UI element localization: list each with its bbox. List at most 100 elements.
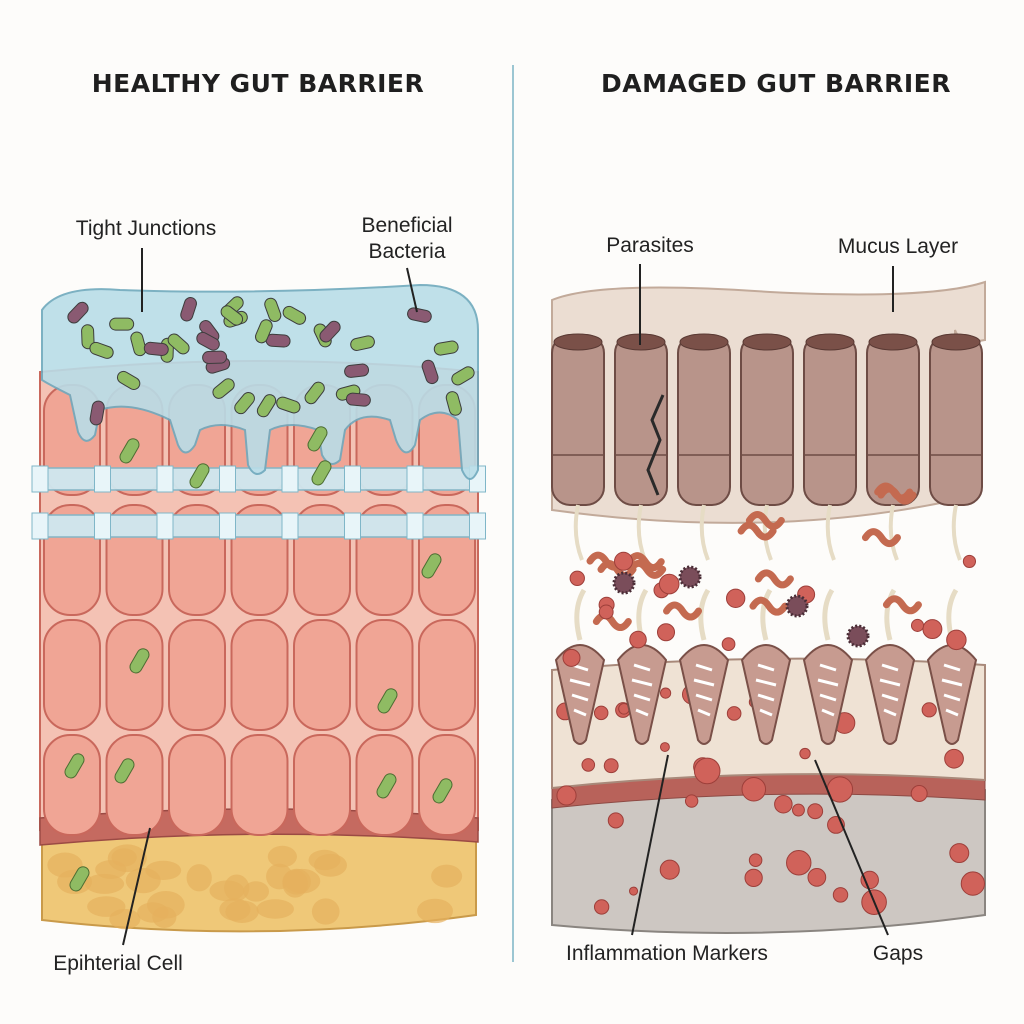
damaged-epithelial-cell (551, 334, 605, 506)
cell-opening (553, 333, 603, 351)
epithelial-cell (230, 619, 289, 731)
inflammation-marker (786, 850, 812, 876)
fat-cell (152, 906, 177, 928)
beneficial-bacterium-purple (319, 320, 341, 343)
tight-junction-protein (281, 512, 299, 540)
epithelial-cell (168, 619, 226, 731)
epithelial-cell (43, 734, 101, 836)
fat-cell (417, 898, 453, 924)
villus-gap (631, 663, 653, 717)
pathogen-virus (612, 571, 636, 595)
beneficial-bacterium-green (220, 305, 244, 326)
damaged-epithelial-cell (866, 334, 920, 506)
villus-gap (569, 663, 591, 717)
beneficial-bacterium-purple (345, 392, 371, 407)
beneficial-bacterium-green (89, 341, 114, 359)
inflammation-marker (659, 742, 670, 752)
damaged-villus (802, 644, 854, 745)
label-tight-junctions: Tight Junctions (76, 217, 216, 240)
damaged-villus (554, 644, 606, 745)
debris-particle (629, 630, 647, 649)
healthy-barrier-illustration (31, 283, 486, 933)
parasite-worm (861, 528, 901, 548)
fat-cell (87, 896, 126, 917)
debris-particle (562, 648, 581, 667)
debris-particle (910, 618, 925, 632)
beneficial-bacterium-green (304, 381, 325, 405)
debris-particle (962, 554, 977, 569)
damaged-epithelial-cell (929, 334, 983, 506)
leader-inflammation-markers (631, 754, 669, 936)
tight-junction-protein (94, 465, 111, 493)
beneficial-bacterium-green (116, 370, 141, 390)
tight-junction-protein (156, 465, 174, 493)
fat-cell (125, 867, 161, 894)
debris-particle (726, 588, 746, 609)
inflammation-marker (807, 803, 824, 820)
beneficial-bacterium-purple (421, 359, 439, 385)
fat-cell (267, 845, 297, 868)
debris-particle (656, 623, 676, 642)
parasite-worm (663, 601, 703, 621)
microvillus-strand (574, 588, 587, 641)
leader-beneficial-bacteria (406, 267, 418, 313)
beneficial-bacterium-purple (67, 301, 89, 324)
pathogen-virus (785, 594, 809, 618)
cell-strand (573, 504, 584, 561)
tight-junction-protein (31, 512, 49, 540)
fat-cell (282, 869, 308, 898)
inflammation-marker (792, 803, 805, 817)
beneficial-bacterium-green (167, 333, 190, 355)
epithelial-cell (418, 619, 476, 731)
damaged-epithelial-cell (803, 334, 857, 506)
tight-junction-protein (344, 465, 361, 493)
damaged-epithelial-cell (677, 334, 731, 506)
beneficial-bacterium-purple (143, 341, 169, 357)
pathogen-virus (678, 565, 702, 589)
bacterium (129, 648, 150, 674)
tight-junction-protein (31, 465, 49, 493)
parasite-worm (627, 559, 667, 579)
beneficial-bacterium-purple (180, 297, 197, 322)
bacterium (377, 688, 398, 714)
inflammation-marker (607, 812, 624, 829)
parasite-worm (745, 511, 785, 530)
bacterium (311, 460, 332, 486)
beneficial-bacterium-purple (196, 331, 220, 351)
bacterium (432, 778, 453, 804)
inflammation-marker (659, 859, 680, 880)
parasite-worm (749, 596, 789, 616)
inflammation-marker (807, 867, 827, 887)
villus-gap (879, 663, 901, 717)
cell-opening (742, 333, 792, 351)
debris-particle (946, 629, 967, 651)
inflammation-marker (774, 794, 793, 814)
damaged-villus (616, 644, 668, 745)
tight-junction-protein (94, 512, 111, 540)
epithelial-cell (355, 619, 414, 731)
label-beneficial-bacteria-1: Beneficial (361, 214, 452, 237)
inflammation-marker (944, 748, 964, 769)
inflammation-marker (684, 794, 699, 808)
cell-strand (888, 504, 899, 561)
epithelial-cell (293, 619, 351, 731)
beneficial-bacterium-green (254, 319, 273, 344)
cell-opening (868, 333, 918, 351)
inflammation-marker (556, 785, 577, 806)
debris-particle (658, 573, 680, 595)
beneficial-bacterium-green (234, 391, 255, 415)
fat-cell (311, 898, 340, 925)
fat-cell (243, 881, 269, 902)
microvillus-strand (822, 588, 835, 641)
damaged-villus (864, 644, 916, 745)
parasite-worm (625, 552, 665, 572)
inflammation-marker (832, 887, 849, 903)
bacterium (69, 866, 90, 892)
label-inflammation-markers: Inflammation Markers (566, 942, 768, 965)
inflammation-marker (799, 747, 811, 760)
villus-gap (817, 663, 839, 717)
bacterium (376, 773, 397, 799)
leader-gaps (814, 759, 889, 936)
